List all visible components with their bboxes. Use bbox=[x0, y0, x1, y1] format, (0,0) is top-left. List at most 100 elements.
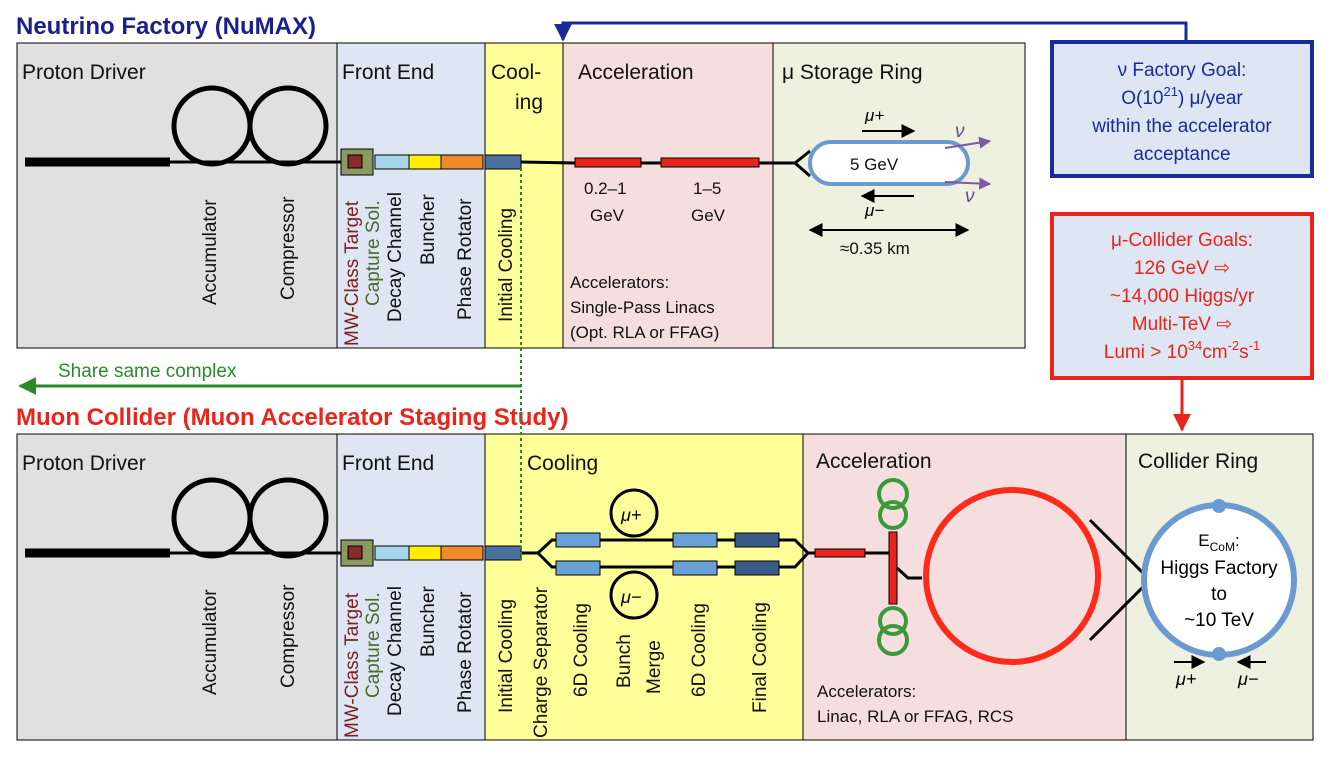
mc-ring-ecom: ECoM: bbox=[1198, 531, 1239, 554]
mc-complex: Proton Driver Front End Cooling Accelera… bbox=[16, 433, 1314, 741]
nf-linac-1 bbox=[574, 157, 642, 168]
mc-linac bbox=[814, 548, 866, 558]
mc-target-label: MW-Class Target bbox=[342, 592, 363, 738]
mc-final-cooling-bottom bbox=[734, 560, 780, 576]
mc-rotator-label: Phase Rotator bbox=[455, 591, 476, 713]
nf-complex: Proton Driver Front End Cool- ing Accele… bbox=[16, 42, 1026, 349]
mc-ring-line-4: ~10 TeV bbox=[1184, 610, 1254, 631]
mc-title: Muon Collider (Muon Accelerator Staging … bbox=[16, 404, 568, 431]
nf-phase-rotator-block bbox=[440, 154, 484, 170]
nf-nu-arrow-bottom bbox=[944, 177, 992, 190]
nf-mu-minus: μ− bbox=[864, 201, 884, 220]
nu-goal-line-2a: O(10 bbox=[1121, 88, 1163, 109]
mc-front-end-label: Front End bbox=[342, 452, 434, 475]
nf-linac-2-energy-a: 1–5 bbox=[693, 179, 721, 198]
mc-proton-driver-section bbox=[16, 433, 338, 741]
mc-collider-ring-label: Collider Ring bbox=[1138, 450, 1258, 473]
nf-decay-label: Decay Channel bbox=[385, 192, 406, 322]
mc-proton-driver-label: Proton Driver bbox=[22, 452, 146, 475]
mu-goal-frame bbox=[1050, 212, 1314, 380]
mc-rla-arc-bottom-1 bbox=[878, 606, 908, 636]
nf-accelerators-note-1: Accelerators: bbox=[570, 273, 669, 292]
mc-6d-cooling-bottom-1 bbox=[555, 560, 601, 576]
nf-ring-length: ≈0.35 km bbox=[840, 239, 910, 258]
mc-ip-bottom bbox=[1212, 647, 1226, 661]
nf-decay-channel-block bbox=[374, 154, 410, 170]
mc-mu-minus-ring bbox=[609, 570, 659, 620]
nf-linac-2-energy-b: GeV bbox=[691, 206, 726, 225]
nf-goal-connector bbox=[554, 21, 1188, 42]
nf-mu-plus: μ+ bbox=[864, 106, 884, 125]
mc-6d-cooling-top-1 bbox=[555, 532, 601, 548]
mc-ring-mu-plus: μ+ bbox=[1175, 669, 1196, 689]
nf-buncher-label: Buncher bbox=[418, 194, 439, 265]
mu-goal-lumi-s-exp: -1 bbox=[1249, 338, 1261, 353]
mc-compressor-ring bbox=[247, 477, 329, 559]
nf-storage-ring bbox=[808, 140, 970, 186]
nf-accelerators-note-3: (Opt. RLA or FFAG) bbox=[570, 323, 719, 342]
nu-goal-line-2: O(1021) μ/year bbox=[1121, 84, 1243, 109]
mc-6d-cooling-top-2 bbox=[672, 532, 718, 548]
mc-acceleration-label: Acceleration bbox=[816, 450, 932, 473]
share-label: Share same complex bbox=[58, 361, 237, 382]
nf-compressor-label: Compressor bbox=[278, 196, 299, 300]
mc-accelerators-note-2: Linac, RLA or FFAG, RCS bbox=[817, 707, 1014, 726]
mc-6d-cooling-label-2: 6D Cooling bbox=[689, 603, 710, 697]
nf-nu-arrow-top bbox=[944, 136, 992, 149]
mc-ring-ecom-colon: : bbox=[1235, 531, 1240, 550]
nf-title: Neutrino Factory (NuMAX) bbox=[16, 13, 316, 40]
nf-target-core bbox=[347, 154, 363, 169]
mc-collider-ring bbox=[1141, 502, 1297, 658]
mc-rla-arc-bottom-2 bbox=[877, 624, 909, 656]
mc-merge-label: Merge bbox=[644, 640, 665, 694]
mc-front-end-section bbox=[336, 433, 486, 741]
nu-goal-frame bbox=[1050, 40, 1314, 178]
mc-ring-ecom-e: E bbox=[1198, 531, 1209, 550]
mc-ring-mu-minus: μ− bbox=[1237, 669, 1258, 689]
nf-capture-label: Capture Sol. bbox=[363, 200, 384, 306]
mu-goal-lumi-exp: 34 bbox=[1188, 338, 1202, 353]
mu-goal-line-3: ~14,000 Higgs/yr bbox=[1110, 286, 1255, 307]
nu-goal-line-4: acceptance bbox=[1133, 144, 1230, 165]
nf-beamline-2 bbox=[520, 160, 576, 165]
mc-collider-transfer bbox=[1088, 518, 1152, 642]
mc-mu-minus: μ− bbox=[620, 587, 641, 607]
nf-target-label: MW-Class Target bbox=[342, 200, 363, 346]
mu-goal-lumi-cm: cm bbox=[1202, 342, 1227, 363]
mc-ring-ecom-sub: CoM bbox=[1210, 540, 1235, 554]
nf-accelerators-note-2: Single-Pass Linacs bbox=[570, 298, 715, 317]
nf-rotator-label: Phase Rotator bbox=[455, 198, 476, 320]
nf-cooling-label-2: ing bbox=[515, 91, 543, 114]
mc-decay-label: Decay Channel bbox=[385, 586, 406, 716]
mc-rcs-ring bbox=[923, 487, 1101, 665]
nf-accumulator-label: Accumulator bbox=[200, 199, 221, 305]
mc-accumulator-label: Accumulator bbox=[200, 589, 221, 695]
mc-charge-separator-label: Charge Separator bbox=[531, 586, 552, 738]
mu-goal-line-4: Multi-TeV ⇨ bbox=[1132, 314, 1232, 335]
mc-final-cooling-label: Final Cooling bbox=[750, 602, 771, 713]
mc-initial-cooling-label: Initial Cooling bbox=[496, 599, 517, 713]
nf-acceleration-label: Acceleration bbox=[578, 61, 694, 84]
mu-goal-box: μ-Collider Goals: 126 GeV ⇨ ~14,000 Higg… bbox=[1050, 212, 1314, 380]
nf-nu-bottom: ν bbox=[965, 186, 975, 207]
nu-goal-box: ν Factory Goal: O(1021) μ/year within th… bbox=[1050, 40, 1314, 178]
mc-rcs-transfer bbox=[895, 566, 922, 580]
mc-buncher-block bbox=[408, 545, 442, 561]
mc-final-cooling-top bbox=[734, 532, 780, 548]
mc-ip-top bbox=[1212, 499, 1226, 513]
mc-ring-line-3: to bbox=[1211, 584, 1227, 605]
nf-compressor-ring bbox=[247, 85, 329, 167]
mc-bunch-label: Bunch bbox=[614, 634, 635, 688]
mc-rla-arc-top-1 bbox=[877, 478, 909, 510]
nf-proton-driver-label: Proton Driver bbox=[22, 61, 146, 84]
mc-rla-linac bbox=[888, 531, 898, 605]
mu-goal-lumi-cm-exp: -2 bbox=[1228, 338, 1240, 353]
nf-proton-driver-section bbox=[16, 42, 338, 349]
nf-cooling-label-1: Cool- bbox=[491, 61, 541, 84]
mc-acceleration-section bbox=[802, 433, 1127, 741]
mu-goal-lumi-s: s bbox=[1239, 342, 1249, 363]
mu-goal-line-5: Lumi > 1034cm-2s-1 bbox=[1104, 338, 1260, 363]
mc-6d-cooling-bottom-2 bbox=[672, 560, 718, 576]
mu-goal-line-1: μ-Collider Goals: bbox=[1111, 230, 1253, 251]
